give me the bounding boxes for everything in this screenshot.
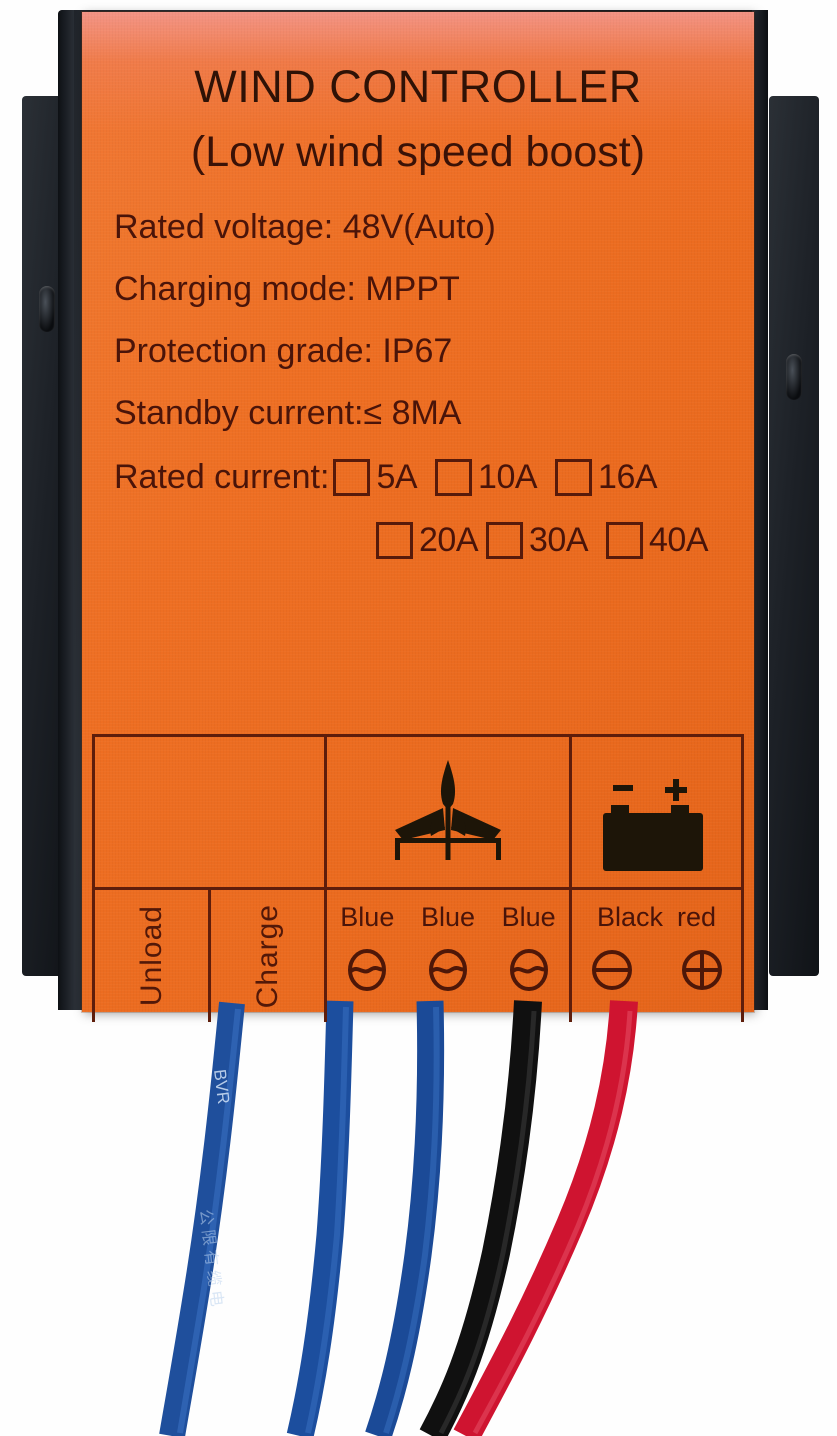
output-wire-bundle: BVR 公 限 有 缆 电 (159, 1000, 638, 1436)
spec-rated-voltage: Rated voltage: 48V(Auto) (114, 208, 496, 246)
battery-icon (572, 737, 741, 887)
checkbox-label-30a: 30A (529, 521, 589, 559)
spec-list: Rated voltage: 48V(Auto) Charging mode: … (82, 210, 754, 430)
cross-screw-icon-red[interactable] (681, 947, 723, 993)
wire-label-blue-1: Blue (340, 902, 395, 932)
terminal-table: Unload Charge (92, 734, 744, 1022)
slot-screw-icon-blue-3[interactable] (508, 947, 550, 993)
checkbox-label-5a: 5A (376, 458, 418, 496)
rated-current-label: Rated current: (114, 458, 330, 496)
spec-standby-current: Standby current:≤ 8MA (114, 394, 462, 432)
checkbox-label-20a: 20A (419, 521, 479, 559)
wind-turbine-icon (327, 737, 569, 887)
wire-blue-2 (286, 1000, 354, 1436)
wire-black-sheen (438, 1010, 537, 1435)
slot-screw-icon-blue-2[interactable] (427, 947, 469, 993)
product-subtitle: (Low wind speed boost) (190, 128, 646, 176)
checkbox-10a[interactable] (435, 459, 473, 496)
checkbox-40a[interactable] (606, 522, 643, 559)
spec-protection-grade: Protection grade: IP67 (114, 332, 453, 370)
terminal-label-unload: Unload (134, 905, 168, 1007)
spec-charging-mode: Charging mode: MPPT (114, 270, 460, 308)
wire-blue-1-sheen (177, 1008, 241, 1434)
slot-screw-icon-black[interactable] (591, 947, 633, 993)
terminal-column-battery: Black red (572, 737, 741, 1022)
checkbox-20a[interactable] (376, 522, 413, 559)
terminal-column-load: Unload Charge (95, 737, 327, 1022)
checkbox-16a[interactable] (555, 459, 593, 496)
slot-screw-icon-blue-1[interactable] (346, 947, 388, 993)
checkbox-label-40a: 40A (649, 521, 709, 559)
wire-red (453, 1000, 638, 1436)
checkbox-5a[interactable] (333, 459, 371, 496)
terminal-cell-unload: Unload (95, 890, 211, 1022)
mounting-hole-right (786, 354, 802, 400)
housing-edge-right (752, 10, 768, 1010)
wire-black (419, 1000, 542, 1436)
wire-label-red: red (677, 902, 717, 932)
wire-blue-3-sheen (383, 1006, 440, 1434)
checkbox-label-16a: 16A (598, 458, 658, 496)
wire-blue-1 (159, 1001, 245, 1436)
checkbox-30a[interactable] (486, 522, 523, 559)
wire-red-sheen (472, 1010, 633, 1435)
terminal-cell-charge: Charge (211, 890, 324, 1022)
mounting-hole-left (39, 286, 55, 332)
wire-blue-2-sheen (305, 1006, 349, 1434)
wire-label-blue-2: Blue (420, 902, 475, 932)
terminal-column-turbine: Blue Blue Blue (327, 737, 572, 1022)
checkbox-label-10a: 10A (478, 458, 538, 496)
product-label: WIND CONTROLLER (Low wind speed boost) R… (82, 12, 754, 1022)
terminal-left-blank (95, 737, 324, 887)
terminal-label-charge: Charge (250, 903, 284, 1009)
housing-edge-left (58, 10, 74, 1010)
wire-label-blue-3: Blue (501, 902, 556, 932)
wire-blue-3 (365, 1000, 445, 1436)
wire-label-black: Black (596, 902, 663, 932)
wire-print-bvr: BVR (210, 1068, 233, 1105)
rated-current-section: Rated current: 5A 10A 16A 20A 30A 40A (82, 458, 754, 560)
page-title: WIND CONTROLLER (194, 61, 642, 112)
mounting-flange-right (769, 96, 819, 976)
